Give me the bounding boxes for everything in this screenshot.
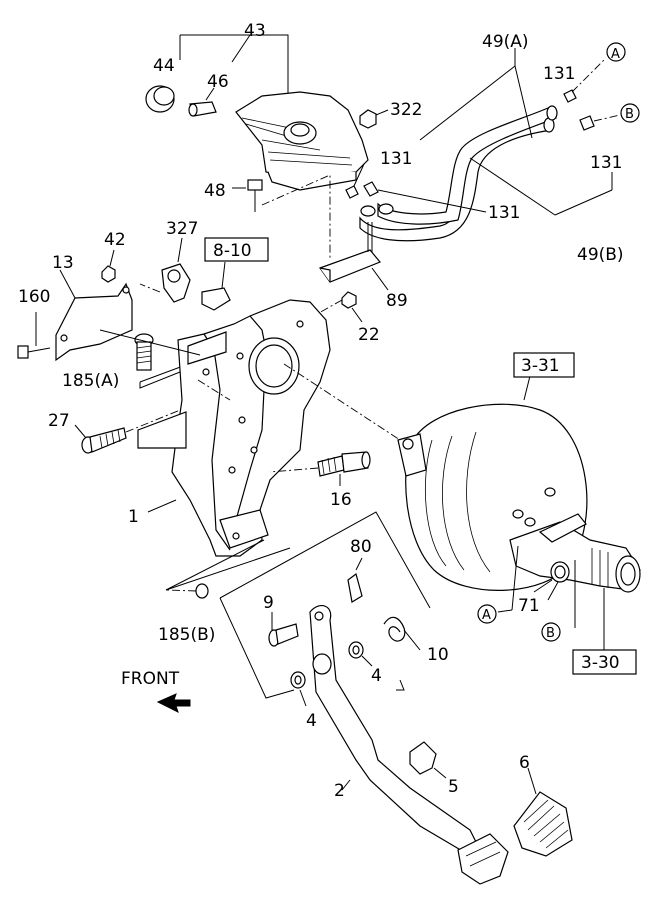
label-49b: 49(B) [577,245,624,265]
bushing-4 [290,641,373,707]
nut-42 [101,249,116,283]
screw-46 [188,87,217,117]
hoses-49 [359,48,613,242]
label-1: 1 [128,507,139,527]
front-label: FRONT [121,669,180,689]
label-48: 48 [204,181,226,201]
spring-10 [383,616,421,651]
ref-box-3-30: 3-30 [572,649,637,675]
label-160: 160 [18,287,50,307]
bolt-27 [74,401,201,454]
bolt-9 [268,612,299,647]
bracket-13 [55,269,133,362]
ref-8-10-label: 8-10 [213,241,252,261]
nut-71 [533,579,553,593]
label-2: 2 [334,781,345,801]
label-44: 44 [153,56,175,76]
switch-327 [139,237,191,303]
reservoir-assembly [179,34,369,191]
circle-a-bottom-label: A [482,608,491,623]
label-4-lower: 4 [306,711,317,731]
label-46: 46 [207,72,229,92]
label-42: 42 [104,230,126,250]
pedal-bracket-1 [99,299,401,557]
label-4-upper: 4 [371,666,382,686]
circle-b-bottom: B [541,622,561,642]
master-cylinder [497,513,641,650]
label-27: 27 [48,411,70,431]
circle-a-bottom: A [477,604,497,624]
label-71: 71 [518,596,540,616]
ref-box-3-31: 3-31 [513,352,575,378]
nut-22 [309,291,363,323]
label-43: 43 [244,21,266,41]
bolt-48 [232,179,263,212]
ref-3-30-label: 3-30 [581,653,620,673]
label-185b: 185(B) [158,625,215,645]
pedal-group-outline [165,511,431,699]
bolt-185b [165,583,209,599]
label-131-d: 131 [488,203,520,223]
label-131-a: 131 [543,64,575,84]
label-16: 16 [330,490,352,510]
label-13: 13 [52,253,74,273]
nut-322 [359,109,389,129]
label-10: 10 [427,645,449,665]
circle-b-top-label: B [625,107,634,122]
clips-131 [345,57,621,213]
circle-b-top: B [620,103,640,123]
label-5: 5 [448,777,459,797]
pedal-arm-2 [309,604,509,885]
bolt-185a [134,333,211,389]
connector-8-10 [201,261,231,311]
label-89: 89 [386,291,408,311]
switch-16 [269,451,371,486]
cap-44 [145,85,175,113]
front-arrow [156,693,191,713]
label-6: 6 [519,753,530,773]
label-322: 322 [390,100,422,120]
label-131-b: 131 [380,149,412,169]
label-185a: 185(A) [62,371,119,391]
circle-a-top-label: A [611,47,620,62]
circle-a-top: A [606,42,626,62]
label-131-c: 131 [590,153,622,173]
label-80: 80 [350,537,372,557]
label-49a: 49(A) [482,32,529,52]
pedal-pad-6 [513,767,573,857]
ref-3-31-label: 3-31 [521,356,560,376]
bracket-89 [319,222,389,291]
label-9: 9 [263,593,274,613]
stopper-5 [409,741,447,779]
label-327: 327 [166,219,198,239]
clip-80 [347,557,363,603]
bolt-160 [17,312,51,359]
label-22: 22 [358,325,380,345]
circle-b-bottom-label: B [546,626,555,641]
ref-box-8-10: 8-10 [204,237,269,262]
